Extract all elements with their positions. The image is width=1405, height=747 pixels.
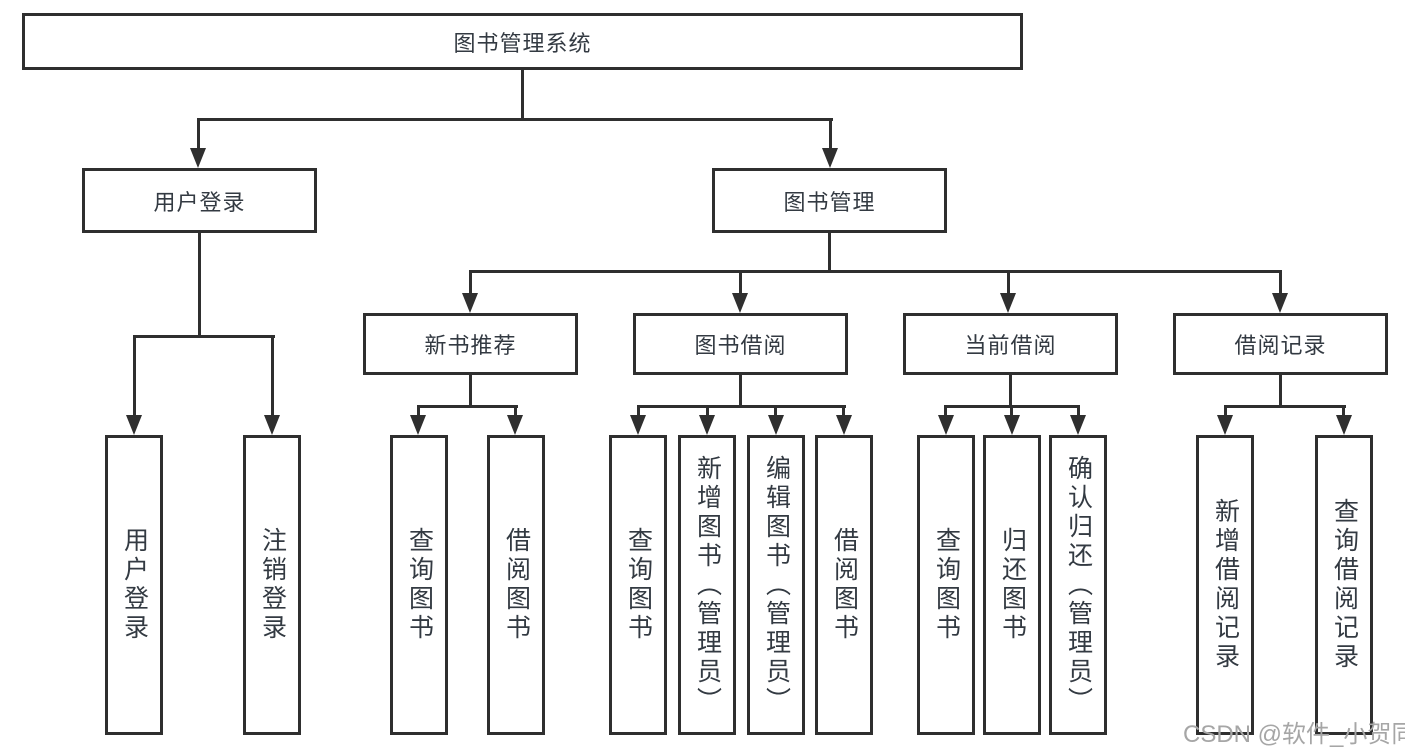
connector-line	[739, 375, 742, 408]
node-current-borrowing: 当前借阅	[903, 313, 1118, 375]
connector-line	[197, 118, 833, 121]
node-new-book-recommend: 新书推荐	[363, 313, 578, 375]
connector-line	[1342, 405, 1345, 417]
connector-line	[1077, 405, 1080, 417]
leaf-label: 查询图书	[405, 527, 434, 643]
connector-line	[828, 233, 831, 270]
leaf-label: 编辑图书（管理员）	[762, 454, 791, 716]
connector-arrow	[1070, 415, 1086, 435]
connector-line	[271, 335, 274, 417]
node-book-borrowing: 图书借阅	[633, 313, 848, 375]
connector-line	[469, 270, 1282, 273]
leaf-query-books-1: 查询图书	[390, 435, 448, 735]
connector-arrow	[1272, 293, 1288, 313]
leaf-label: 借阅图书	[502, 527, 531, 643]
node-label: 图书借阅	[694, 333, 787, 358]
connector-arrow	[699, 415, 715, 435]
node-user-login: 用户登录	[82, 168, 317, 233]
leaf-logout: 注销登录	[243, 435, 301, 735]
connector-line	[637, 405, 640, 417]
node-label: 图书管理系统	[453, 30, 592, 56]
connector-arrow	[1000, 293, 1016, 313]
connector-arrow	[630, 415, 646, 435]
node-label: 当前借阅	[964, 333, 1057, 358]
connector-line	[637, 405, 846, 408]
connector-line	[739, 270, 742, 295]
connector-arrow	[938, 415, 954, 435]
leaf-label: 新增借阅记录	[1211, 498, 1240, 672]
connector-arrow	[768, 415, 784, 435]
connector-line	[1279, 270, 1282, 295]
connector-line	[774, 405, 777, 417]
connector-arrow	[264, 415, 280, 435]
node-label: 新书推荐	[424, 333, 517, 358]
connector-line	[842, 405, 845, 417]
node-library-management-system: 图书管理系统	[22, 13, 1023, 70]
connector-line	[1010, 405, 1013, 417]
connector-line	[1009, 375, 1012, 408]
leaf-label: 确认归还（管理员）	[1064, 454, 1093, 716]
connector-line	[469, 375, 472, 408]
node-label: 用户登录	[153, 189, 246, 215]
connector-line	[521, 70, 524, 118]
connector-line	[1224, 405, 1227, 417]
connector-arrow	[410, 415, 426, 435]
leaf-label: 用户登录	[120, 527, 149, 643]
connector-arrow	[1217, 415, 1233, 435]
leaf-label: 归还图书	[998, 527, 1027, 643]
connector-arrow	[126, 415, 142, 435]
node-book-management: 图书管理	[712, 168, 947, 233]
connector-arrow	[1336, 415, 1352, 435]
connector-line	[706, 405, 709, 417]
connector-line	[1279, 375, 1282, 408]
connector-arrow	[732, 293, 748, 313]
leaf-query-books-3: 查询图书	[917, 435, 975, 735]
connector-line	[829, 118, 832, 150]
node-label: 借阅记录	[1234, 333, 1327, 358]
connector-arrow	[462, 293, 478, 313]
connector-line	[1224, 405, 1346, 408]
leaf-borrow-books-2: 借阅图书	[815, 435, 873, 735]
leaf-user-login: 用户登录	[105, 435, 163, 735]
leaf-label: 新增图书（管理员）	[693, 454, 722, 716]
connector-arrow	[836, 415, 852, 435]
watermark: CSDN @软件_小贺同学	[1183, 721, 1405, 747]
connector-line	[469, 270, 472, 295]
leaf-query-borrow-record: 查询借阅记录	[1315, 435, 1373, 735]
leaf-borrow-books-1: 借阅图书	[487, 435, 545, 735]
leaf-label: 查询图书	[624, 527, 653, 643]
connector-arrow	[190, 148, 206, 168]
connector-line	[198, 233, 201, 335]
node-label: 图书管理	[783, 189, 876, 215]
leaf-label: 借阅图书	[830, 527, 859, 643]
connector-line	[133, 335, 136, 417]
leaf-edit-book-admin: 编辑图书（管理员）	[747, 435, 805, 735]
leaf-query-books-2: 查询图书	[609, 435, 667, 735]
connector-line	[133, 335, 275, 338]
leaf-add-book-admin: 新增图书（管理员）	[678, 435, 736, 735]
connector-line	[417, 405, 420, 417]
leaf-label: 查询图书	[932, 527, 961, 643]
connector-arrow	[1004, 415, 1020, 435]
connector-line	[417, 405, 518, 408]
connector-line	[197, 118, 200, 150]
leaf-label: 查询借阅记录	[1330, 498, 1359, 672]
connector-arrow	[507, 415, 523, 435]
connector-line	[944, 405, 947, 417]
leaf-confirm-return-admin: 确认归还（管理员）	[1049, 435, 1107, 735]
leaf-add-borrow-record: 新增借阅记录	[1196, 435, 1254, 735]
connector-line	[1007, 270, 1010, 295]
connector-arrow	[822, 148, 838, 168]
leaf-label: 注销登录	[258, 527, 287, 643]
node-borrowing-records: 借阅记录	[1173, 313, 1388, 375]
connector-line	[514, 405, 517, 417]
leaf-return-book: 归还图书	[983, 435, 1041, 735]
